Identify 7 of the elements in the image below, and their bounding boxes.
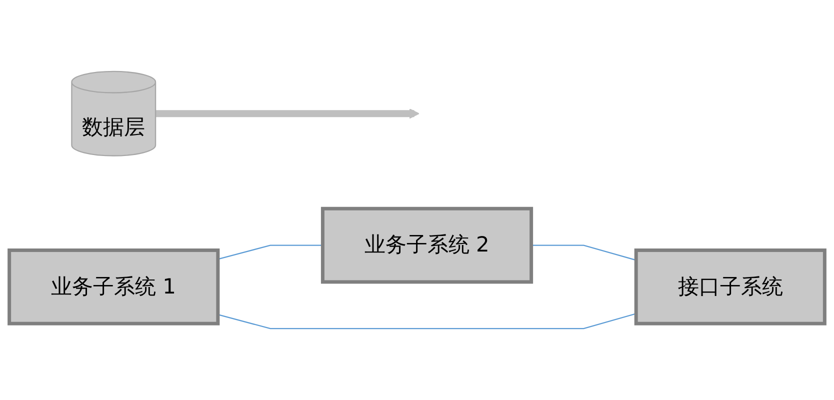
connector bbox=[218, 313, 636, 330]
node-box: 业务子系统 1 bbox=[8, 248, 220, 326]
connector bbox=[531, 244, 636, 261]
node-box: 接口子系统 bbox=[634, 248, 826, 326]
connector bbox=[218, 244, 323, 260]
node-box: 业务子系统 2 bbox=[320, 206, 534, 284]
arrow bbox=[156, 108, 420, 119]
